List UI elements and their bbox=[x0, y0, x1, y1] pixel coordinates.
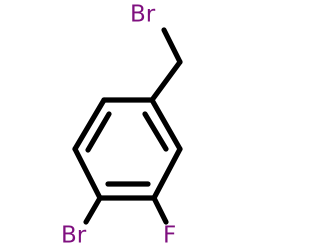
bond-c2-c3 bbox=[72, 97, 107, 152]
atom-label-ring-br: Br bbox=[61, 223, 87, 249]
bond-c5-c6 bbox=[151, 146, 183, 201]
bond-c6-c1 bbox=[149, 97, 183, 152]
bond-ch2-ring bbox=[149, 59, 183, 103]
atom-label-bromomethyl-br: Br bbox=[130, 2, 156, 28]
bond-ring-br bbox=[83, 195, 103, 225]
bond-c3-c4 bbox=[72, 146, 103, 201]
molecule-structure: Br Br F bbox=[61, 2, 183, 249]
bond-c6-c1-inner bbox=[142, 111, 169, 152]
bonds-group bbox=[72, 27, 183, 225]
bond-br-ch2 bbox=[161, 27, 183, 65]
bond-c2-c3-inner bbox=[85, 111, 112, 153]
atom-labels-group: Br Br F bbox=[61, 2, 176, 249]
bond-ring-f bbox=[151, 195, 169, 225]
atom-label-fluorine: F bbox=[163, 223, 176, 249]
